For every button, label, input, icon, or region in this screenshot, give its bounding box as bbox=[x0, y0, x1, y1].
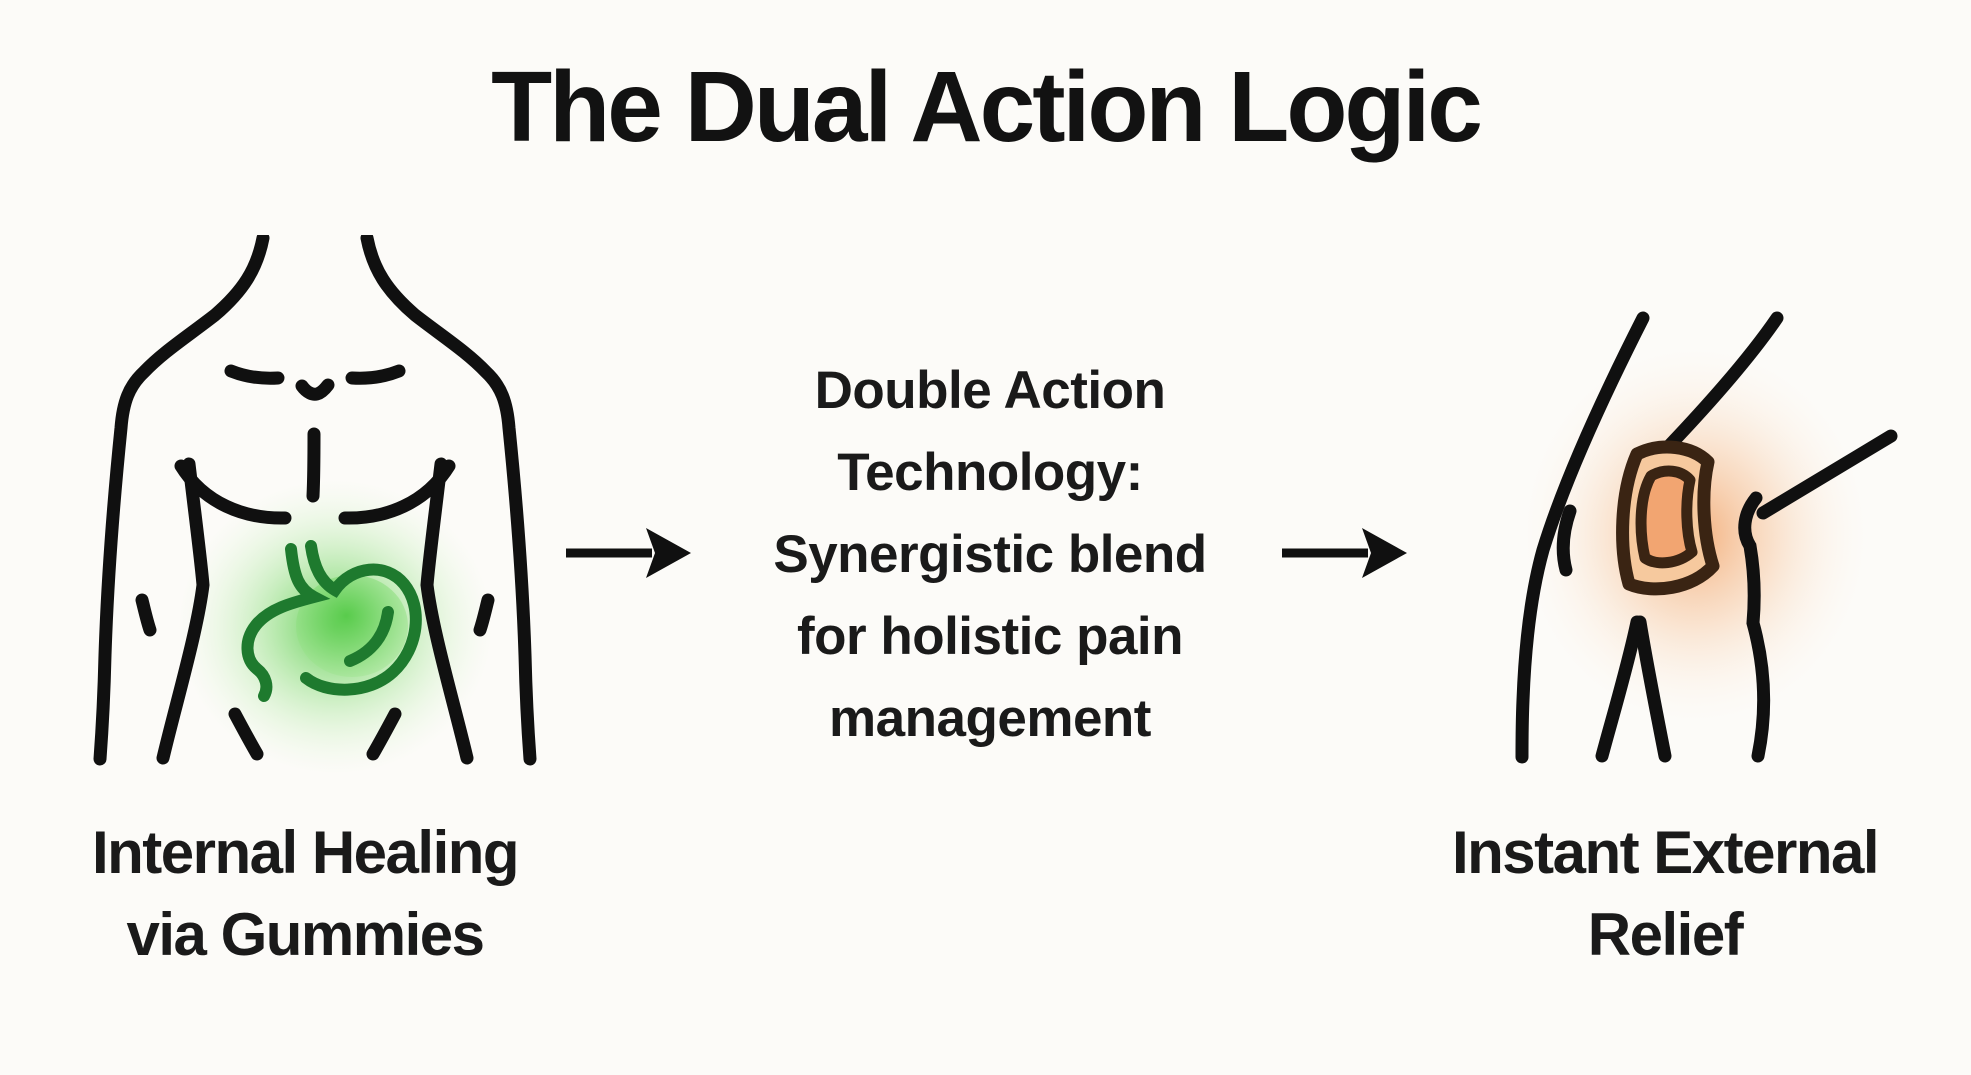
left-caption-line2: via Gummies bbox=[126, 901, 485, 968]
knee-patch-illustration bbox=[1515, 311, 1898, 764]
relief-patch-icon bbox=[1616, 440, 1720, 596]
arrow-right-icon bbox=[1282, 528, 1407, 578]
torso-stomach-illustration bbox=[93, 235, 537, 775]
page-title: The Dual Action Logic bbox=[491, 51, 1483, 163]
stomach-icon bbox=[241, 540, 422, 702]
right-caption-line1: Instant External bbox=[1451, 819, 1880, 886]
center-line5: management bbox=[829, 689, 1151, 748]
left-caption-line1: Internal Healing bbox=[91, 819, 520, 886]
center-line3: Synergistic blend bbox=[773, 525, 1207, 584]
center-line4: for holistic pain bbox=[796, 607, 1184, 666]
arrow-right-icon bbox=[566, 528, 691, 578]
right-caption-line2: Relief bbox=[1587, 901, 1744, 968]
center-description: Double Action Technology: Synergistic bl… bbox=[640, 350, 1340, 760]
left-caption: Internal Healing via Gummies bbox=[0, 812, 610, 976]
torso-outline bbox=[93, 235, 537, 766]
leg-outline bbox=[1515, 311, 1898, 764]
right-caption: Instant External Relief bbox=[1385, 812, 1945, 976]
center-line1: Double Action bbox=[814, 361, 1166, 420]
center-line2: Technology: bbox=[837, 443, 1143, 502]
